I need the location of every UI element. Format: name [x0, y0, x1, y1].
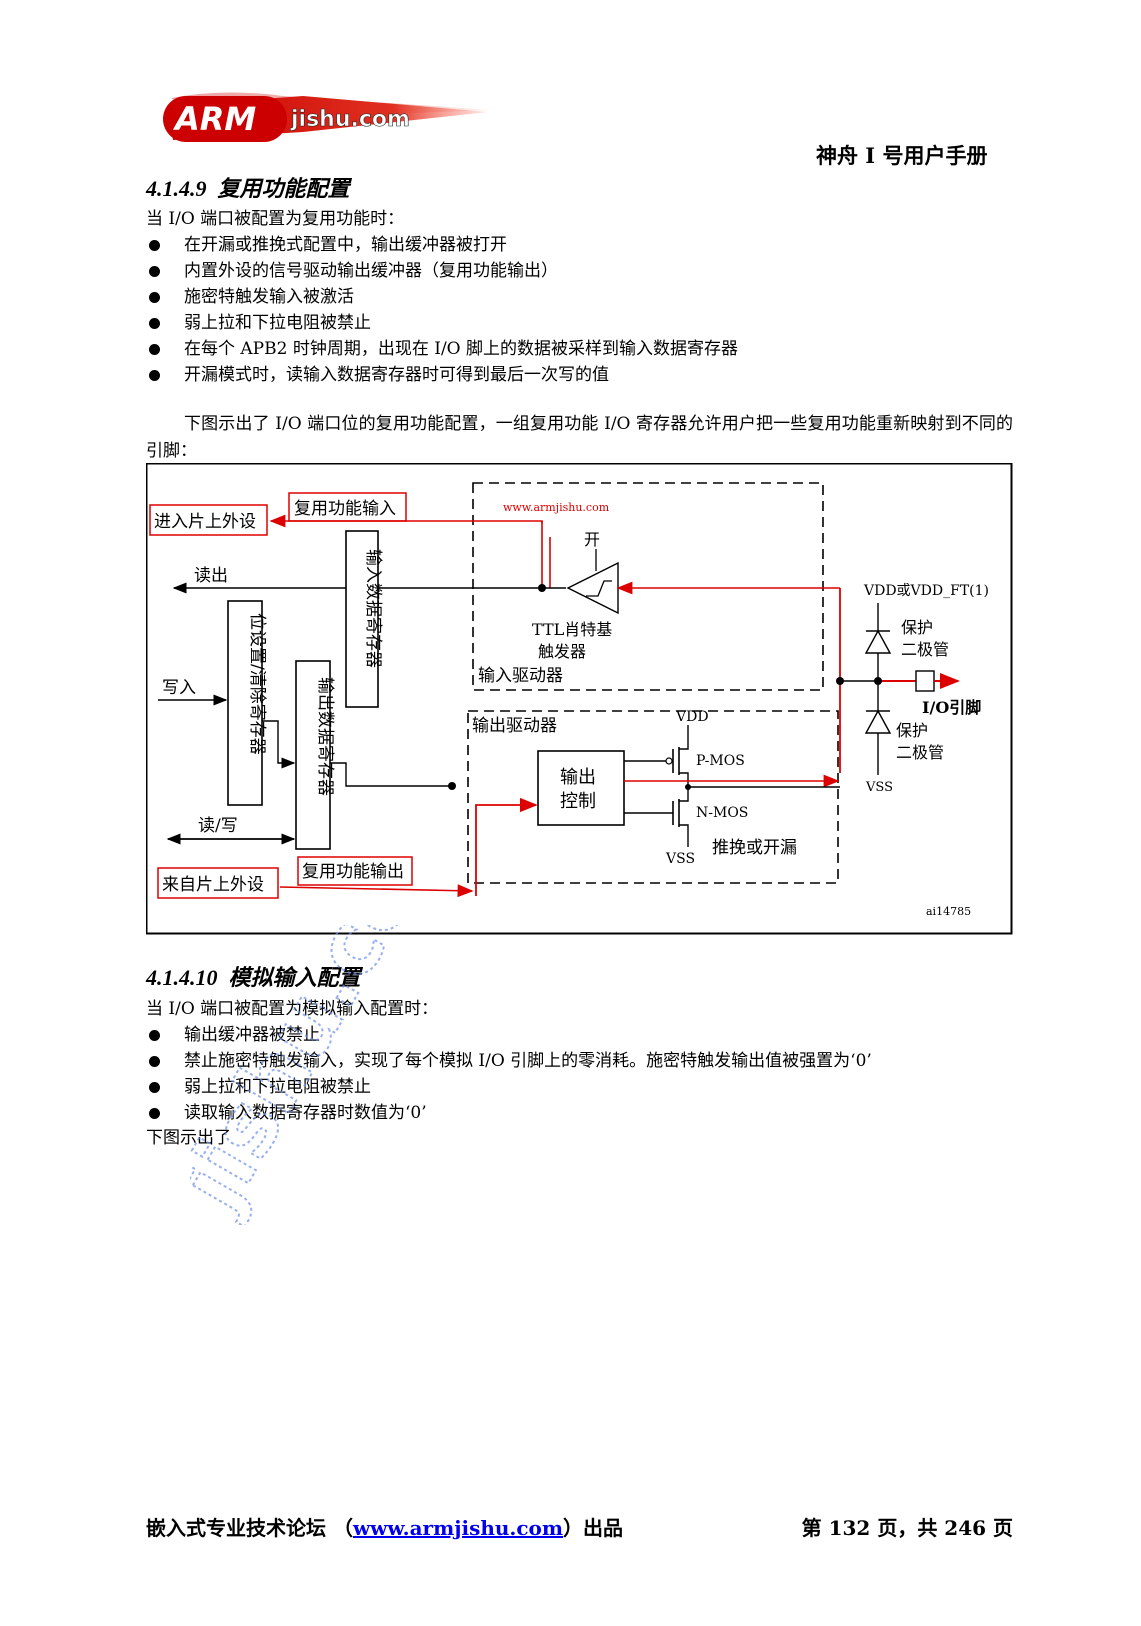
bullet-icon: [149, 1082, 160, 1093]
write-label: 写入: [162, 678, 196, 698]
bit-set-reset-label: 位设置/清除寄存器: [247, 613, 267, 755]
diode-label-upper: 二极管: [901, 640, 949, 659]
page-footer: 嵌入式专业技术论坛 （www.armjishu.com）出品 第 132 页，共…: [146, 1512, 1013, 1541]
nmos-label: N-MOS: [696, 805, 748, 821]
input-driver-label: 输入驱动器: [478, 666, 563, 686]
figure-description: 下图示出了 I/O 端口位的复用功能配置，一组复用功能 I/O 寄存器允许用户把…: [146, 414, 1013, 461]
list-item: 读取输入数据寄存器时数值为‘0’: [146, 1100, 872, 1126]
list-item: 开漏模式时，读输入数据寄存器时可得到最后一次写的值: [146, 362, 738, 388]
diode-label-lower: 二极管: [896, 743, 944, 762]
schmitt-label-2: 触发器: [538, 642, 586, 661]
section-title: 模拟输入配置: [228, 965, 361, 990]
io-alt-function-diagram: 进入片上外设 复用功能输入 www.armjishu.com 读出 输入数据寄存…: [145, 462, 1013, 935]
section-number: 4.1.4.10: [146, 965, 218, 990]
bit-set-reset-register: [227, 600, 263, 806]
logo-site-text: jishu.com: [290, 107, 410, 132]
list-item: 输出缓冲器被禁止: [146, 1022, 872, 1048]
to-peripheral-label: 进入片上外设: [154, 512, 256, 532]
vdd-label: VDD: [675, 709, 709, 725]
read-label: 读出: [194, 566, 228, 586]
list-item: 在开漏或推挽式配置中，输出缓冲器被打开: [146, 232, 738, 258]
push-pull-label: 推挽或开漏: [712, 838, 797, 858]
output-driver-box: [467, 710, 839, 884]
alt-output-label: 复用功能输出: [302, 862, 404, 882]
bullet-icon: [149, 370, 160, 381]
bullet-icon: [149, 1030, 160, 1041]
bullet-icon: [149, 1108, 160, 1119]
protect-label-lower: 保护: [896, 721, 928, 740]
pmos-label: P-MOS: [696, 753, 745, 769]
alt-function-bullets: 在开漏或推挽式配置中，输出缓冲器被打开 内置外设的信号驱动输出缓冲器（复用功能输…: [146, 232, 738, 388]
footer-suffix: ）出品: [563, 1516, 624, 1540]
list-item: 施密特触发输入被激活: [146, 284, 738, 310]
input-data-register: [345, 530, 379, 708]
section-intro: 当 I/O 端口被配置为复用功能时：: [146, 209, 405, 229]
output-control-block: [537, 750, 625, 826]
bullet-icon: [149, 344, 160, 355]
figure-lead-in: 下图示出了: [146, 1128, 231, 1148]
page-number: 第 132 页，共 246 页: [801, 1516, 1013, 1540]
schmitt-label-1: TTL肖特基: [532, 620, 612, 639]
bullet-icon: [149, 266, 160, 277]
section-title: 复用功能配置: [217, 176, 350, 201]
bullet-icon: [149, 240, 160, 251]
from-peripheral-label: 来自片上外设: [162, 875, 264, 895]
enable-label: 开: [584, 530, 600, 549]
vdd-ft-label: VDD或VDD_FT(1): [863, 583, 989, 599]
list-item: 在每个 APB2 时钟周期，出现在 I/O 脚上的数据被采样到输入数据寄存器: [146, 336, 738, 362]
alt-input-label: 复用功能输入: [294, 499, 396, 519]
lower-diode-icon: [864, 709, 892, 734]
io-pin-label: I/O引脚: [922, 698, 981, 717]
manual-title: 神舟 I 号用户手册: [816, 143, 988, 168]
output-driver-label: 输出驱动器: [472, 716, 557, 736]
vss-label: VSS: [665, 851, 695, 867]
list-item: 禁止施密特触发输入，实现了每个模拟 I/O 引脚上的零消耗。施密特触发输出值被强…: [146, 1048, 872, 1074]
output-data-register-label: 输出数据寄存器: [315, 677, 335, 796]
output-control-label-1: 输出: [560, 767, 596, 788]
armjishu-logo: ARM jishu.com: [163, 88, 498, 150]
logo-arm-text: ARM: [172, 100, 256, 138]
upper-diode-icon: [864, 629, 892, 654]
section-intro: 当 I/O 端口被配置为模拟输入配置时：: [146, 999, 439, 1019]
input-driver-box: [472, 482, 824, 691]
output-control-label-2: 控制: [560, 791, 596, 812]
footer-forum-text: 嵌入式专业技术论坛 （: [146, 1516, 353, 1540]
list-item: 内置外设的信号驱动输出缓冲器（复用功能输出）: [146, 258, 738, 284]
watermark-url: www.armjishu.com: [503, 501, 610, 514]
protect-label-upper: 保护: [901, 618, 933, 637]
output-data-register: [295, 660, 331, 850]
section-heading-alt-function: 4.1.4.9 复用功能配置: [146, 171, 350, 203]
bullet-icon: [149, 318, 160, 329]
read-write-label: 读/写: [198, 816, 238, 836]
list-item: 弱上拉和下拉电阻被禁止: [146, 1074, 872, 1100]
vss-diode-label: VSS: [865, 780, 893, 795]
analog-input-bullets: 输出缓冲器被禁止 禁止施密特触发输入，实现了每个模拟 I/O 引脚上的零消耗。施…: [146, 1022, 872, 1126]
figure-id: ai14785: [926, 905, 971, 918]
footer-left: 嵌入式专业技术论坛 （www.armjishu.com）出品: [146, 1512, 623, 1541]
input-data-register-label: 输入数据寄存器: [363, 549, 383, 668]
bullet-icon: [149, 1056, 160, 1067]
footer-site-link[interactable]: www.armjishu.com: [352, 1516, 564, 1540]
bullet-icon: [149, 292, 160, 303]
section-number: 4.1.4.9: [146, 176, 207, 201]
section-heading-analog-input: 4.1.4.10 模拟输入配置: [146, 960, 361, 992]
io-pin-icon: [915, 670, 935, 692]
list-item: 弱上拉和下拉电阻被禁止: [146, 310, 738, 336]
